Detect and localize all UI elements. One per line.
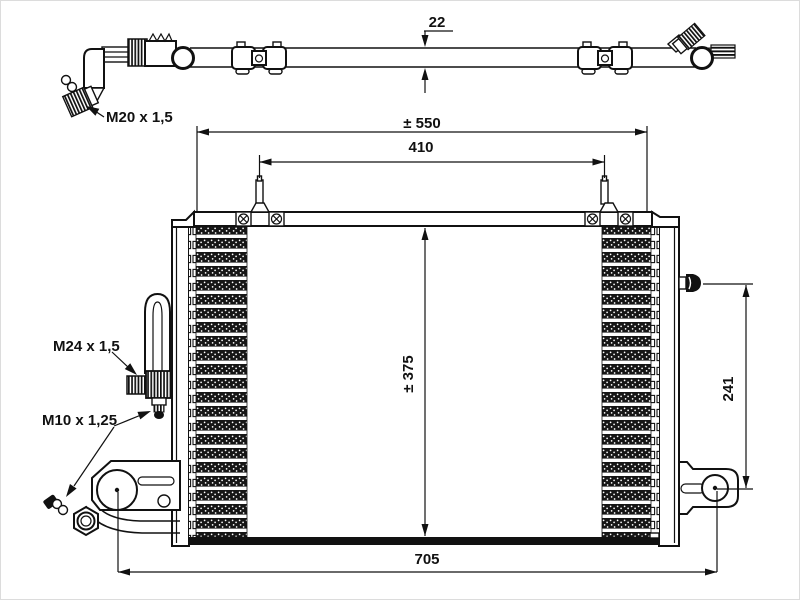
tube-clamp-bracket-left <box>231 41 287 75</box>
screw-icon <box>619 213 632 225</box>
dim-overall-width: ± 550 <box>196 115 648 211</box>
screw-icon <box>270 213 283 225</box>
label-m24: M24 x 1,5 <box>53 338 137 375</box>
label-m10: M10 x 1,25 <box>42 411 151 497</box>
m20-label: M20 x 1,5 <box>106 109 173 126</box>
service-valve <box>671 22 706 55</box>
dim-241-label: 241 <box>720 376 737 401</box>
dim-pin-spacing: 410 <box>258 139 606 178</box>
tube-ball-joint-right <box>690 46 714 70</box>
dim-705-label: 705 <box>414 551 439 568</box>
dim-core-height: ± 375 <box>400 228 429 536</box>
dim-mount-spacing: 705 <box>117 491 718 576</box>
bottom-bracket-left <box>43 460 181 537</box>
header-left-wing <box>171 209 195 228</box>
drier-tube-assembly <box>60 22 736 118</box>
screw-icon <box>237 213 250 225</box>
m24-label: M24 x 1,5 <box>53 338 120 355</box>
tube-connector-small <box>101 46 130 63</box>
m24-fitting <box>126 370 172 399</box>
tube-stubs-left <box>189 227 196 537</box>
m10-lower-nub <box>43 494 59 509</box>
small-hole <box>157 494 171 508</box>
mounting-pin-right <box>584 175 634 227</box>
tube-valve-fitting <box>666 22 736 70</box>
clamp-hole <box>254 54 264 63</box>
tube-ball-joint-left <box>171 46 195 70</box>
spring-block <box>144 40 177 67</box>
dim-410-label: 410 <box>408 139 433 156</box>
condenser-body <box>43 175 739 547</box>
splined-connector <box>710 44 736 59</box>
core-fins-left <box>195 226 248 538</box>
dim-22-label: 22 <box>429 14 446 31</box>
m10-fitting-stub <box>151 397 167 419</box>
inlet-pipe-loop <box>144 292 171 374</box>
dim-375-label: ± 375 <box>400 355 417 392</box>
core-fins-right <box>601 226 652 538</box>
mounting-pin-left <box>235 175 285 227</box>
dim-outlet-height: 241 <box>703 283 753 490</box>
m10-label: M10 x 1,25 <box>42 412 117 429</box>
spring-zigzag <box>148 32 173 43</box>
dim-550-label: ± 550 <box>403 115 440 132</box>
bracket-slot <box>137 476 175 486</box>
side-tank-right <box>658 216 680 547</box>
elbow-nut-detail <box>60 74 72 86</box>
label-m20: M20 x 1,5 <box>86 106 173 126</box>
m20-threaded-tip <box>61 85 100 118</box>
tube-clamp-bracket-right <box>577 41 633 75</box>
bottom-notch <box>649 532 660 539</box>
mounting-pin <box>255 179 264 205</box>
clamp-hole <box>600 54 610 63</box>
mounting-pin <box>600 179 609 205</box>
m20-fitting-assembly <box>60 32 195 118</box>
top-header-bar <box>193 211 653 227</box>
tube-stubs-right <box>651 227 659 537</box>
outlet-stub <box>678 274 701 292</box>
screw-icon <box>586 213 599 225</box>
header-right-wing <box>651 210 680 228</box>
bottom-header-bar <box>189 537 659 545</box>
dim-tube-diameter: 22 <box>421 14 453 93</box>
bottom-bracket-right <box>678 461 739 515</box>
elbow-block <box>83 48 105 89</box>
